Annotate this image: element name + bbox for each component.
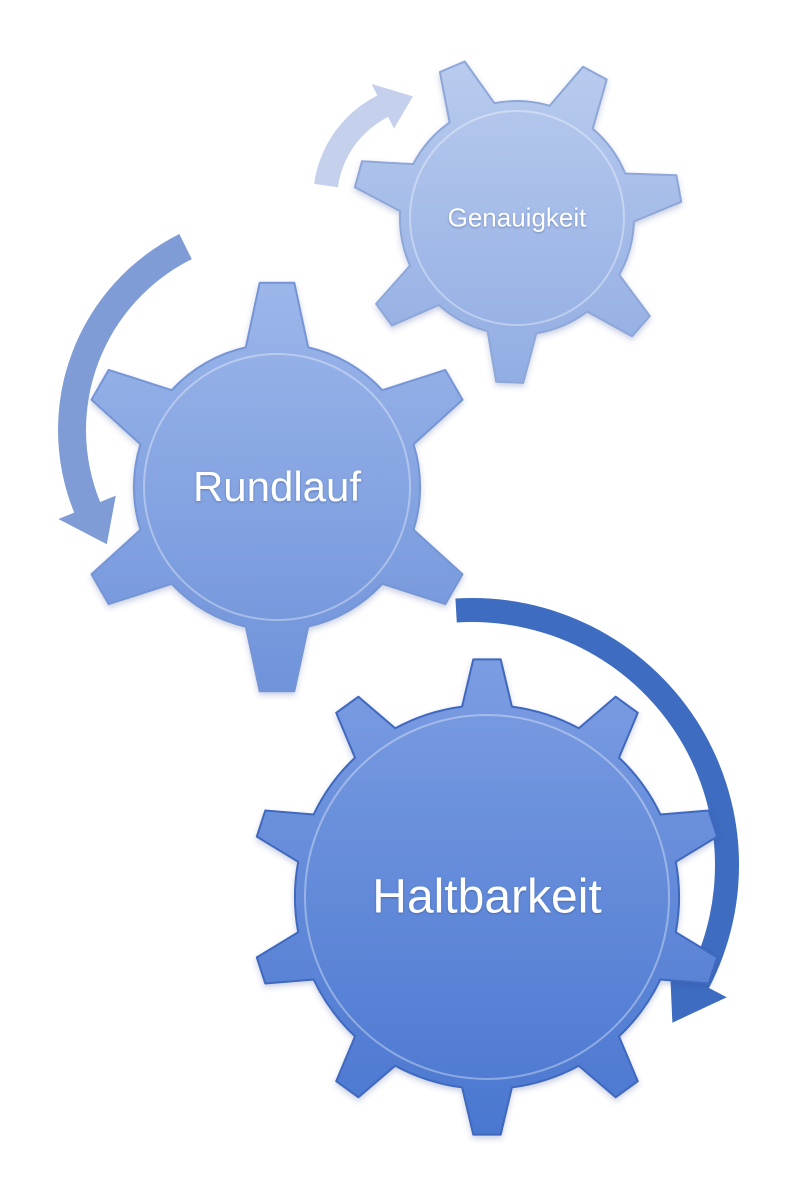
gear-label-haltbarkeit: Haltbarkeit <box>372 870 602 924</box>
gear-label-genauigkeit: Genauigkeit <box>447 202 587 233</box>
gear-haltbarkeit <box>255 658 719 1136</box>
rotation-arrow-genauigkeit <box>314 83 413 188</box>
gear-rundlauf <box>90 281 464 693</box>
gear-inner-rim-rundlauf <box>143 353 411 621</box>
gear-label-rundlauf: Rundlauf <box>192 463 362 510</box>
gear-inner-rim-genauigkeit <box>409 110 625 326</box>
gear-genauigkeit <box>353 60 683 384</box>
rotation-arrow-haltbarkeit <box>455 597 740 1023</box>
rotation-arrow-rundlauf <box>58 234 192 545</box>
gear-inner-rim-haltbarkeit <box>304 714 670 1080</box>
